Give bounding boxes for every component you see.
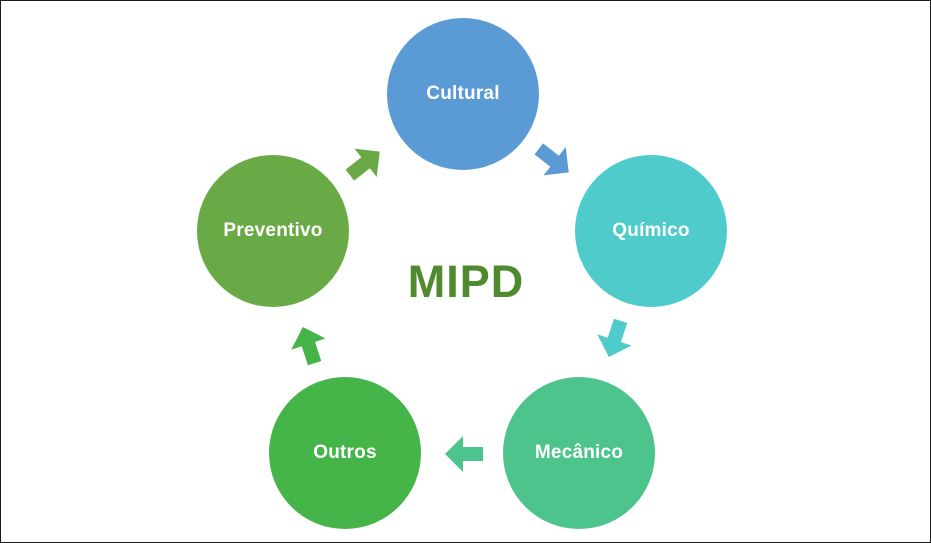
arrow-preventivo-to-cultural — [345, 148, 380, 181]
node-quimico-label: Químico — [612, 220, 690, 241]
arrow-quimico-to-mecanico — [597, 318, 632, 358]
node-preventivo-label: Preventivo — [223, 220, 323, 241]
node-cultural: Cultural — [387, 18, 539, 170]
arrow-cultural-to-quimico — [534, 143, 569, 176]
node-outros-label: Outros — [313, 442, 377, 463]
node-cultural-label: Cultural — [426, 83, 500, 104]
node-quimico: Químico — [575, 155, 727, 307]
node-mecanico-label: Mecânico — [534, 442, 624, 463]
arrow-mecanico-to-outros — [445, 436, 483, 472]
node-mecanico: Mecânico — [503, 377, 655, 529]
node-preventivo: Preventivo — [197, 155, 349, 307]
diagram-title: MIPD — [407, 256, 525, 307]
node-outros: Outros — [269, 377, 421, 529]
arrow-outros-to-preventivo — [291, 326, 326, 366]
